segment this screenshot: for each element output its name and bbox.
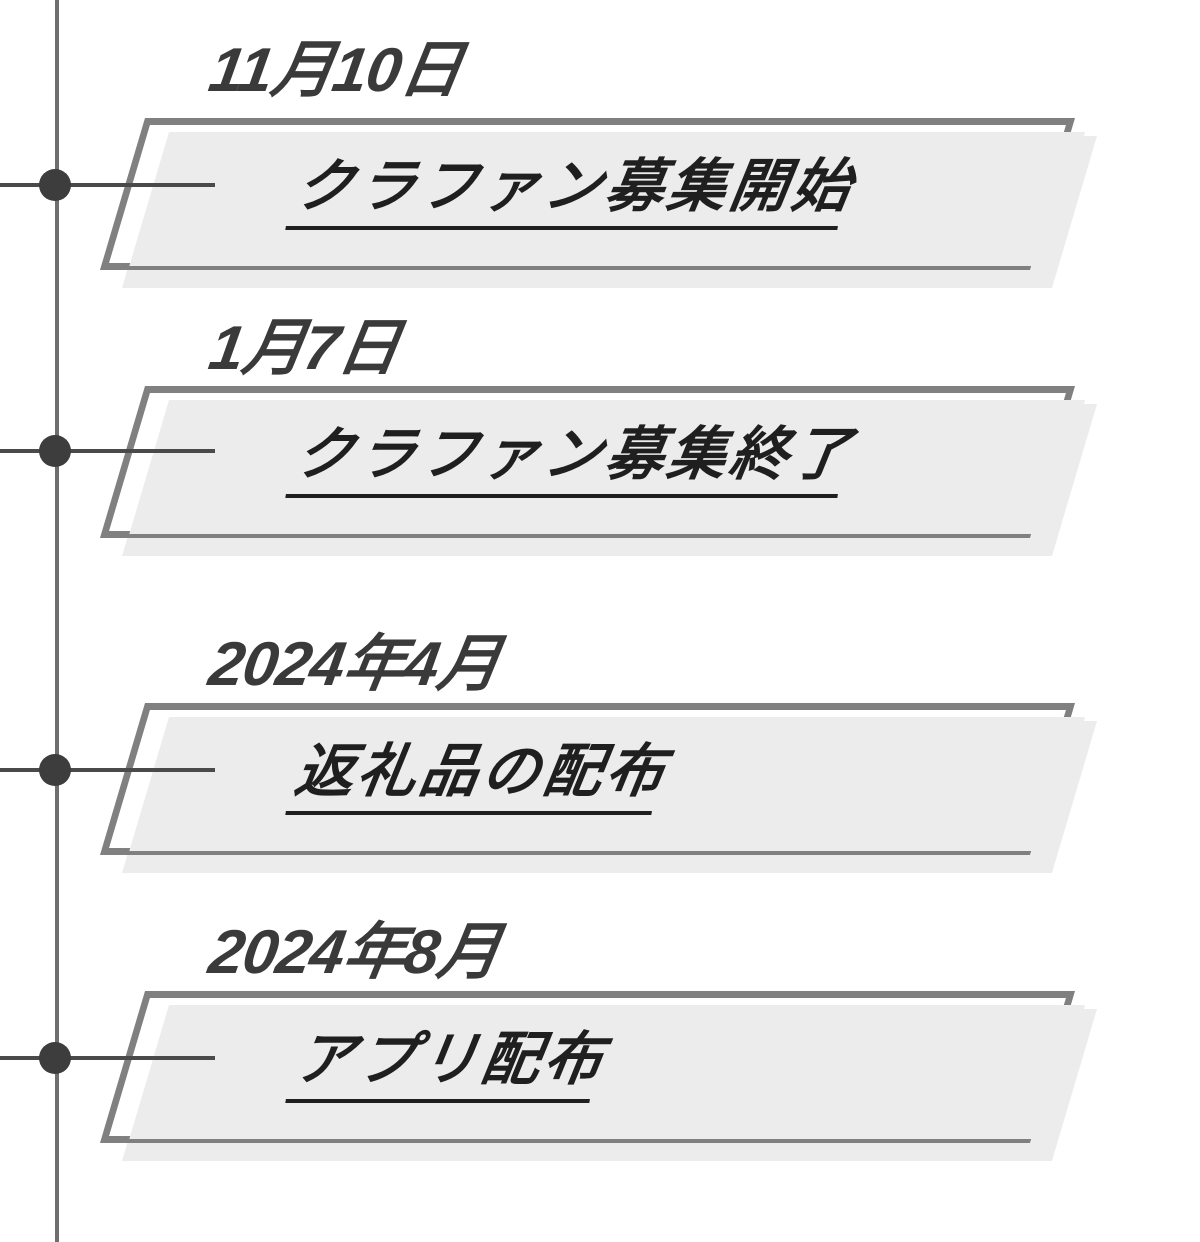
timeline-node[interactable] <box>39 754 71 786</box>
timeline-node[interactable] <box>39 435 71 467</box>
event-title: 返礼品の配布 <box>289 739 673 815</box>
timeline-axis-line <box>55 0 59 1242</box>
card-text-layer: クラファン募集開始 <box>145 118 1105 270</box>
event-date-label: 1月7日 <box>204 314 405 383</box>
event-date-label: 2024年8月 <box>204 918 505 987</box>
event-date-label: 2024年4月 <box>204 630 505 699</box>
card-text-layer: アプリ配布 <box>145 991 1105 1143</box>
timeline-connector <box>0 449 215 453</box>
card-text-layer: クラファン募集終了 <box>145 386 1105 538</box>
timeline-connector <box>0 768 215 772</box>
card-text-layer: 返礼品の配布 <box>145 703 1105 855</box>
event-title: クラファン募集終了 <box>289 422 859 498</box>
event-date-label: 11月10日 <box>204 36 467 105</box>
event-title: アプリ配布 <box>289 1027 611 1103</box>
timeline-connector <box>0 183 215 187</box>
timeline-node[interactable] <box>39 1042 71 1074</box>
timeline-node[interactable] <box>39 169 71 201</box>
timeline-connector <box>0 1056 215 1060</box>
event-title: クラファン募集開始 <box>289 154 859 230</box>
